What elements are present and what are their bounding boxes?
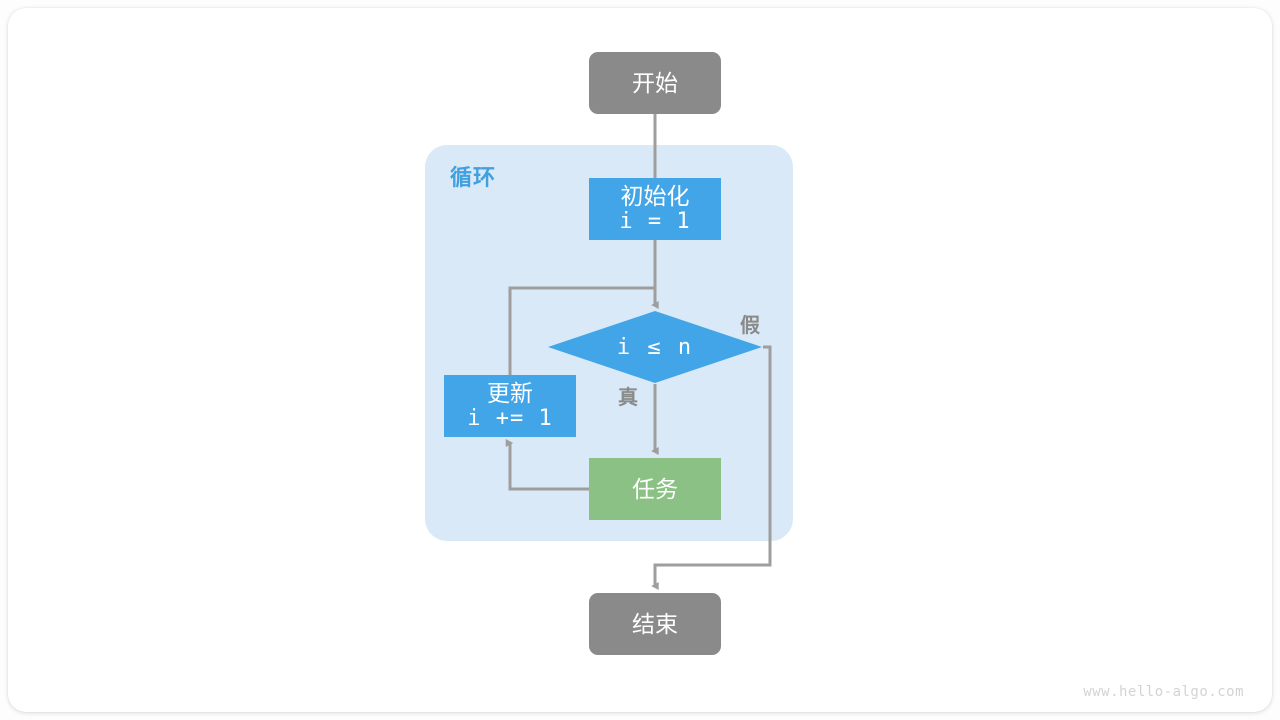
node-init-label: 初始化 — [620, 182, 690, 209]
diamond-shape — [548, 311, 762, 383]
edge-task-to-update — [505, 439, 589, 491]
edge-label-false: 假 — [740, 315, 760, 337]
node-update-label: 更新 — [487, 379, 533, 406]
node-init-expression: i = 1 — [619, 209, 691, 235]
loop-container-label: 循环 — [450, 165, 497, 190]
node-condition-label: i ≤ n — [616, 334, 694, 360]
edge-update-to-condition — [508, 286, 655, 375]
node-end-label: 结束 — [632, 610, 678, 637]
node-update-expression: i += 1 — [467, 406, 553, 432]
node-task[interactable]: 任务 — [589, 458, 721, 520]
edge-condition-false-to-end — [651, 345, 772, 590]
node-condition[interactable]: i ≤ n — [547, 310, 763, 384]
node-start[interactable]: 开始 — [589, 52, 721, 114]
node-init[interactable]: 初始化 i = 1 — [589, 178, 721, 240]
node-end[interactable]: 结束 — [589, 593, 721, 655]
node-update[interactable]: 更新 i += 1 — [444, 375, 576, 437]
edge-label-true: 真 — [618, 387, 638, 409]
watermark-text: www.hello-algo.com — [1083, 684, 1244, 700]
node-start-label: 开始 — [632, 69, 678, 96]
node-task-label: 任务 — [632, 475, 678, 502]
